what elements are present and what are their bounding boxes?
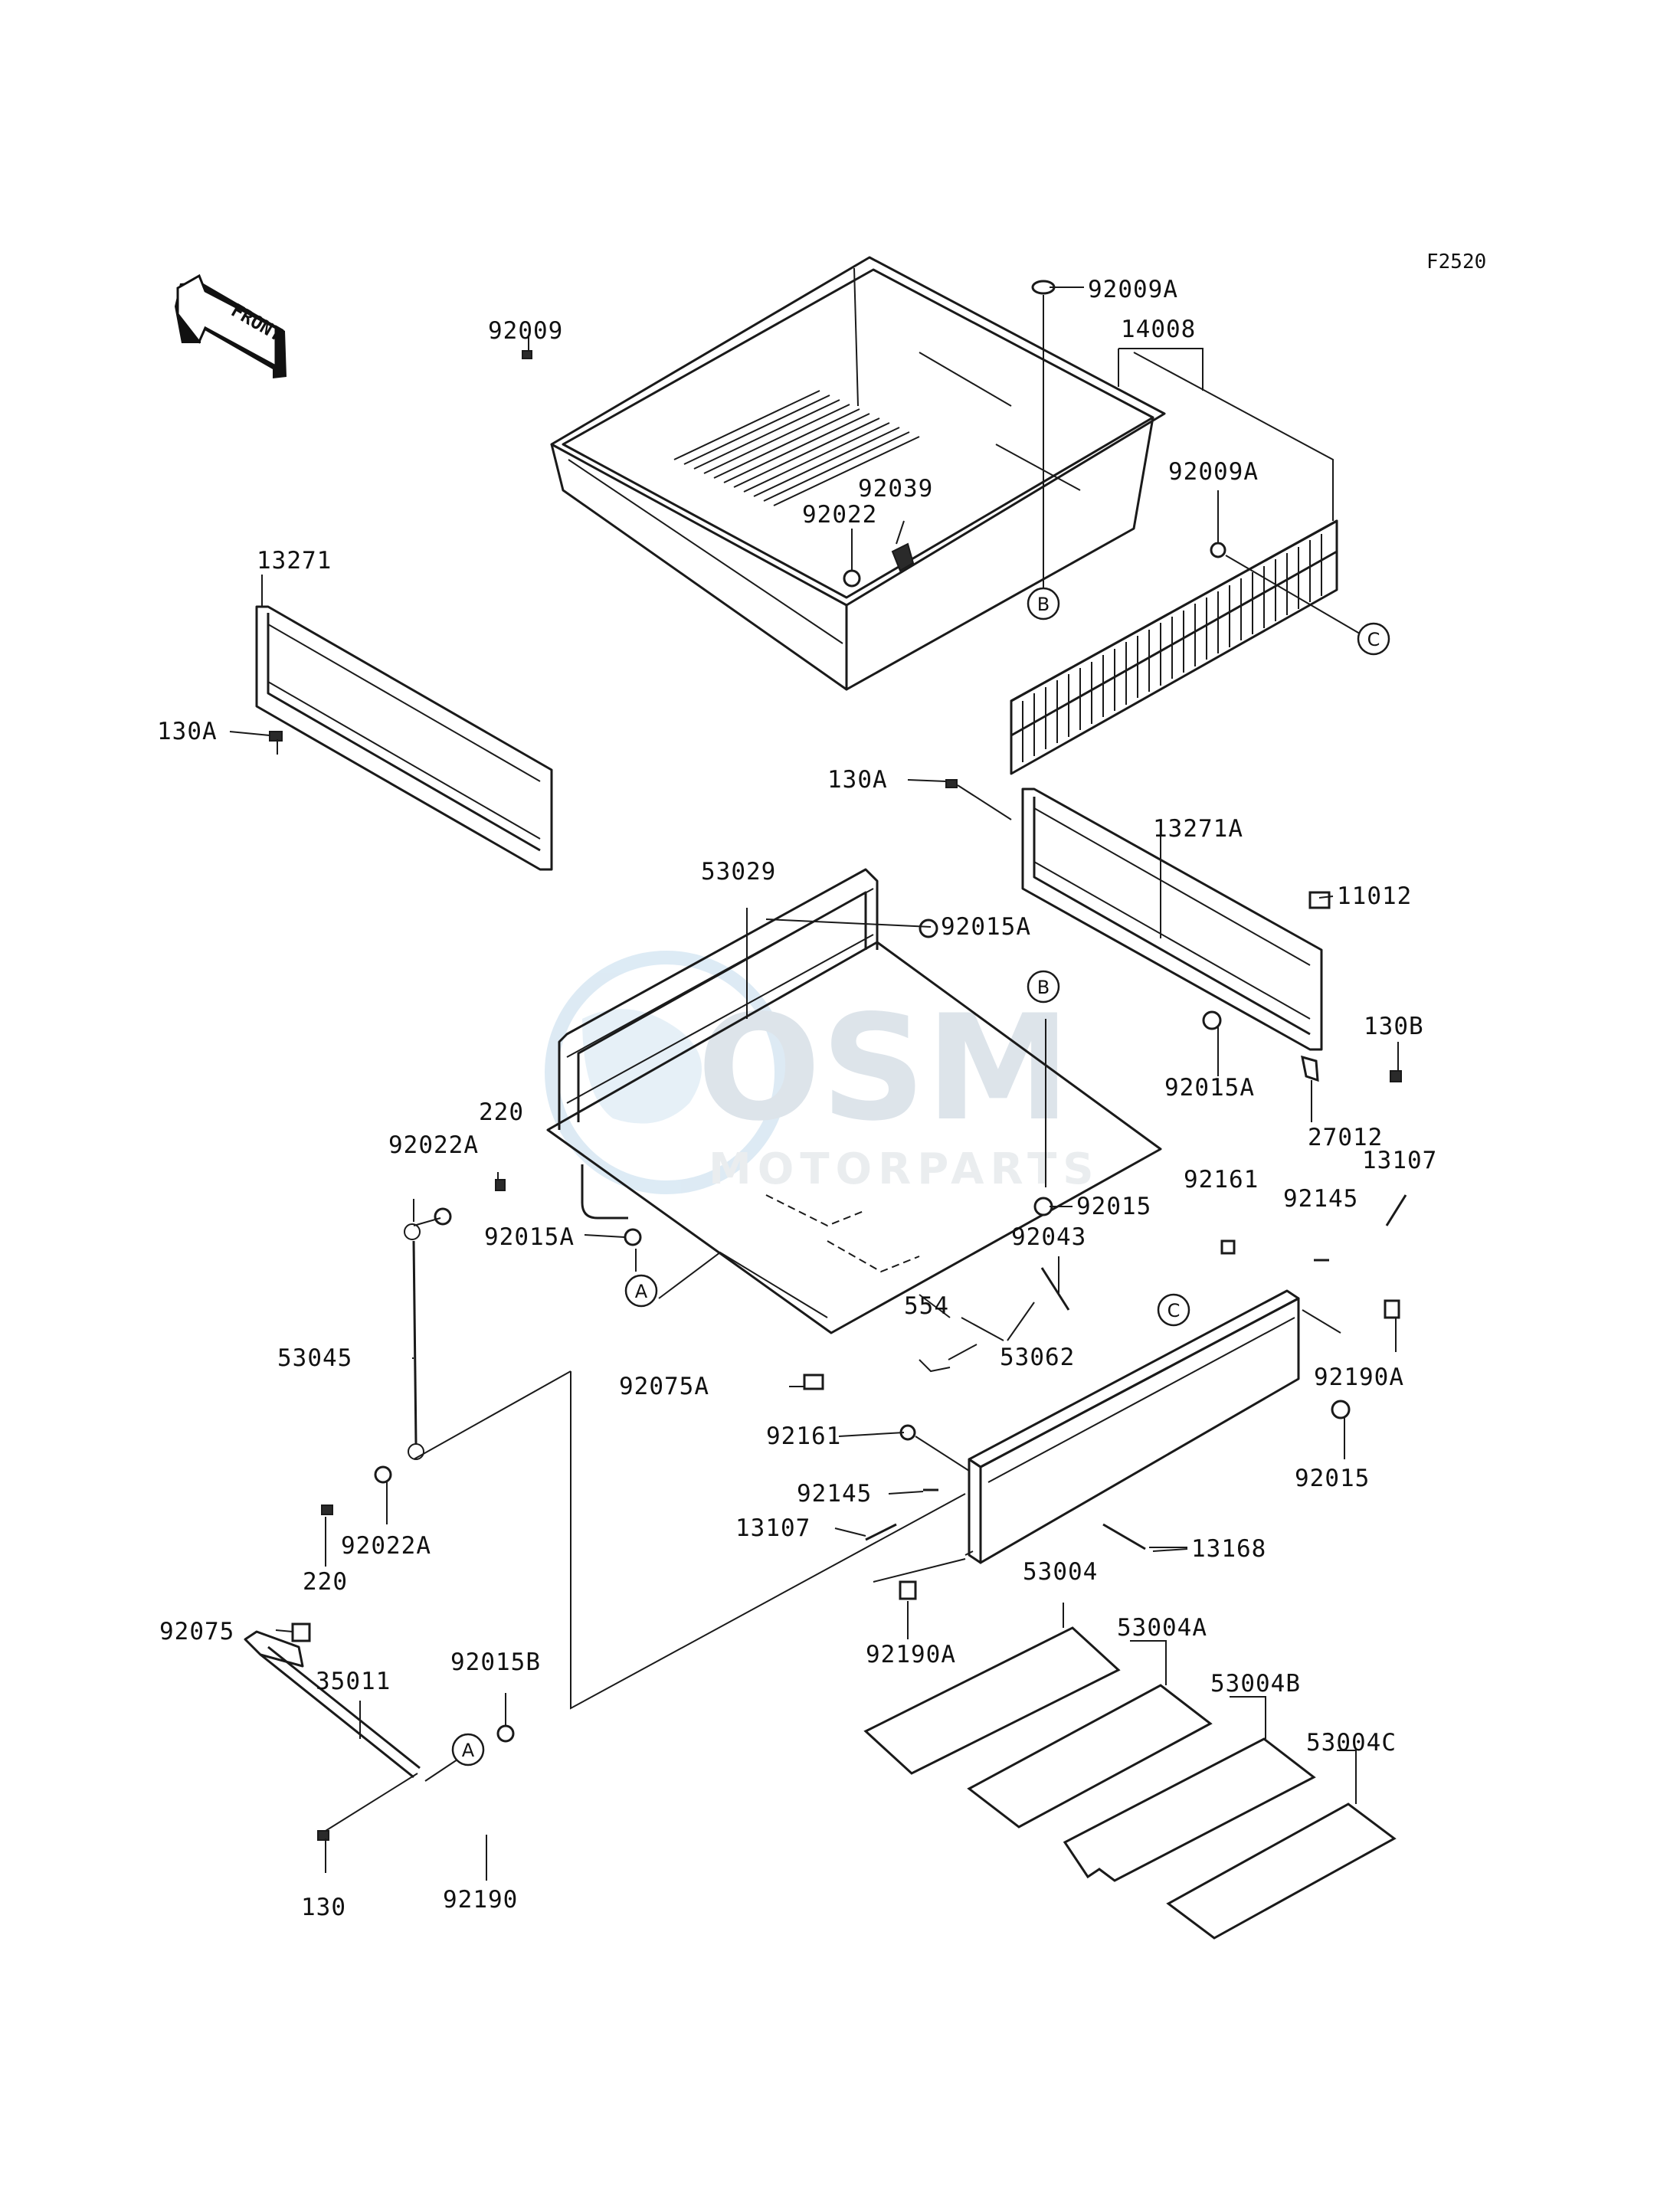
ref-marker-b-top: B xyxy=(1027,587,1060,620)
label-92043: 92043 xyxy=(1011,1223,1086,1251)
label-53004a: 53004A xyxy=(1117,1614,1207,1642)
svg-text:A: A xyxy=(635,1281,648,1302)
figure-code: F2520 xyxy=(1426,250,1486,273)
label-53004: 53004 xyxy=(1023,1558,1098,1586)
label-13271: 13271 xyxy=(257,547,332,575)
ref-marker-a-mid: A xyxy=(624,1274,658,1308)
label-130a-left: 130A xyxy=(157,718,218,745)
label-13271a: 13271A xyxy=(1153,815,1243,843)
label-130a-mid: 130A xyxy=(827,766,888,794)
mat-53004C xyxy=(1166,1802,1397,1940)
tailgate xyxy=(968,1289,1300,1564)
label-92022: 92022 xyxy=(802,501,877,529)
side-panel-left xyxy=(255,605,553,871)
label-92009a-top: 92009A xyxy=(1088,276,1178,303)
watermark-brand: OSM xyxy=(697,984,1070,1153)
label-92015a-left: 92015A xyxy=(484,1223,575,1251)
leader-lines xyxy=(229,286,1399,1881)
label-92022a-low: 92022A xyxy=(341,1532,431,1560)
svg-text:C: C xyxy=(1167,1300,1181,1321)
label-92145-left: 92145 xyxy=(797,1480,872,1508)
label-92009a-mid: 92009A xyxy=(1168,458,1259,486)
label-13168: 13168 xyxy=(1191,1535,1266,1563)
label-92161-right: 92161 xyxy=(1184,1166,1259,1193)
part-labels: 92009 92009A 14008 92009A 92039 92022 13… xyxy=(157,276,1437,1921)
label-92015-lower: 92015 xyxy=(1295,1465,1370,1492)
label-92145-right: 92145 xyxy=(1283,1185,1358,1213)
front-arrow-icon: FRONT xyxy=(175,273,287,378)
cargo-bed xyxy=(550,256,1166,691)
label-27012: 27012 xyxy=(1308,1124,1383,1151)
tailgate-liner-panel xyxy=(1010,519,1338,775)
label-92022a-top: 92022A xyxy=(388,1131,479,1159)
label-92075a: 92075A xyxy=(619,1373,709,1400)
watermark: OSM MOTORPARTS xyxy=(545,951,1100,1194)
label-92190: 92190 xyxy=(443,1886,518,1914)
label-130b: 130B xyxy=(1364,1013,1424,1040)
label-92190a-low: 92190A xyxy=(866,1641,956,1668)
ref-marker-c-top: C xyxy=(1357,622,1390,656)
mat-53004B xyxy=(1063,1737,1316,1882)
mat-53004A xyxy=(967,1684,1213,1829)
side-panel-right xyxy=(1021,787,1323,1051)
label-92015a-right: 92015A xyxy=(1164,1074,1255,1102)
label-92075: 92075 xyxy=(159,1618,234,1645)
label-35011: 35011 xyxy=(316,1668,391,1695)
rod-53045 xyxy=(404,1223,424,1460)
label-92015a-top: 92015A xyxy=(941,913,1031,941)
label-13107-left: 13107 xyxy=(735,1514,811,1542)
svg-text:A: A xyxy=(462,1740,475,1761)
label-92015b: 92015B xyxy=(450,1649,541,1676)
label-53004c: 53004C xyxy=(1306,1729,1397,1757)
label-554: 554 xyxy=(904,1292,949,1320)
label-130: 130 xyxy=(301,1894,346,1921)
label-13107-right: 13107 xyxy=(1362,1147,1437,1174)
pin-92190 xyxy=(444,1800,544,1865)
label-92039: 92039 xyxy=(858,475,933,503)
label-53045: 53045 xyxy=(277,1344,352,1372)
label-220-low: 220 xyxy=(303,1568,348,1596)
label-11012: 11012 xyxy=(1337,882,1412,910)
label-220-top: 220 xyxy=(479,1098,524,1126)
ref-marker-a-low: A xyxy=(451,1733,485,1766)
label-92015: 92015 xyxy=(1076,1193,1151,1220)
label-92009: 92009 xyxy=(488,317,563,345)
svg-text:B: B xyxy=(1037,977,1050,998)
mat-53004 xyxy=(863,1626,1121,1775)
ref-marker-b-mid: B xyxy=(1027,970,1060,1004)
label-53062: 53062 xyxy=(1000,1344,1075,1371)
label-92190a-right: 92190A xyxy=(1314,1364,1404,1391)
bed-frame xyxy=(546,868,1162,1334)
label-14008: 14008 xyxy=(1121,316,1196,343)
label-53029: 53029 xyxy=(701,858,776,886)
lever-35011 xyxy=(244,1630,421,1779)
svg-text:B: B xyxy=(1037,594,1050,615)
ref-marker-c-mid: C xyxy=(1157,1293,1190,1327)
label-92161-left: 92161 xyxy=(766,1423,841,1450)
watermark-sub: MOTORPARTS xyxy=(709,1144,1100,1194)
svg-text:C: C xyxy=(1367,629,1380,650)
fasteners xyxy=(269,280,1407,1841)
label-53004b: 53004B xyxy=(1210,1670,1301,1698)
